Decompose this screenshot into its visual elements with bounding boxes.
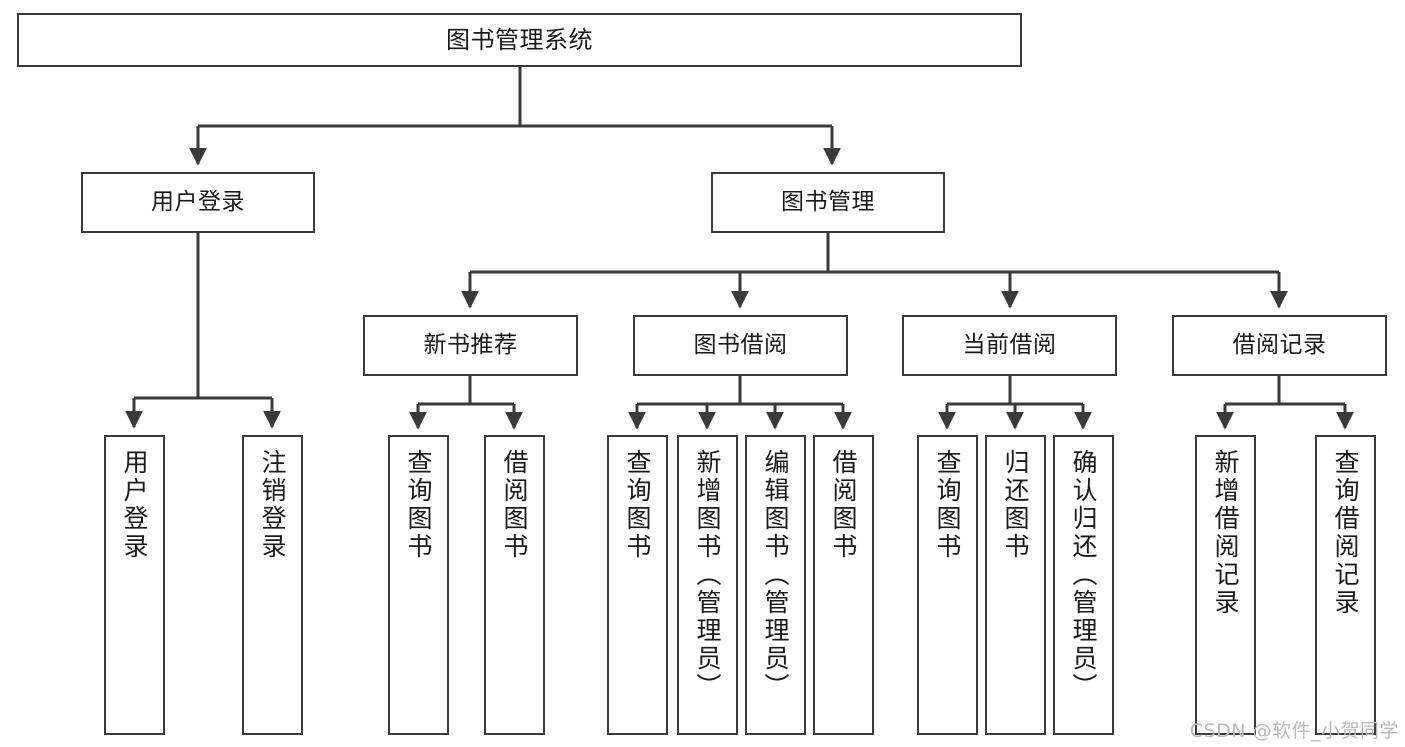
- leaf-return-book[interactable]: 归还图书: [985, 435, 1046, 735]
- node-current-borrow[interactable]: 当前借阅: [902, 315, 1117, 376]
- node-borrow-record[interactable]: 借阅记录: [1172, 315, 1387, 376]
- leaf-logout[interactable]: 注销登录: [242, 435, 303, 735]
- node-label: 借阅记录: [1232, 331, 1327, 358]
- leaf-query-book-current[interactable]: 查询图书: [917, 435, 978, 735]
- leaf-edit-book-admin[interactable]: 编辑图书（管理员）: [745, 435, 806, 735]
- leaf-query-book-borrow[interactable]: 查询图书: [607, 435, 668, 735]
- leaf-add-book-admin[interactable]: 新增图书（管理员）: [677, 435, 738, 735]
- leaf-query-borrow-record[interactable]: 查询借阅记录: [1315, 435, 1376, 735]
- leaf-borrow-book-recommend[interactable]: 借阅图书: [484, 435, 545, 735]
- watermark-text: CSDN @软件_小贺同学: [1189, 720, 1399, 742]
- node-user-login[interactable]: 用户登录: [81, 172, 315, 233]
- node-book-management[interactable]: 图书管理: [711, 172, 945, 233]
- leaf-user-login[interactable]: 用户登录: [104, 435, 165, 735]
- leaf-add-borrow-record[interactable]: 新增借阅记录: [1195, 435, 1256, 735]
- leaf-query-book-recommend[interactable]: 查询图书: [388, 435, 449, 735]
- node-label: 当前借阅: [962, 331, 1057, 358]
- node-label: 图书管理系统: [446, 25, 593, 54]
- leaf-confirm-return-admin[interactable]: 确认归还（管理员）: [1053, 435, 1114, 735]
- node-label: 归还图书: [1001, 449, 1030, 561]
- node-label: 查询图书: [623, 449, 652, 561]
- node-label: 编辑图书（管理员）: [761, 449, 790, 701]
- node-new-book-recommend[interactable]: 新书推荐: [363, 315, 578, 376]
- node-label: 新增图书（管理员）: [693, 449, 722, 701]
- node-label: 借阅图书: [829, 449, 858, 561]
- node-root-book-management-system[interactable]: 图书管理系统: [17, 13, 1022, 67]
- node-label: 新书推荐: [423, 331, 518, 358]
- node-book-borrow[interactable]: 图书借阅: [633, 315, 848, 376]
- node-label: 图书借阅: [693, 331, 788, 358]
- node-label: 注销登录: [258, 449, 287, 561]
- node-label: 查询图书: [404, 449, 433, 561]
- node-label: 查询图书: [933, 449, 962, 561]
- node-label: 用户登录: [151, 188, 245, 215]
- node-label: 确认归还（管理员）: [1069, 449, 1098, 701]
- node-label: 查询借阅记录: [1331, 449, 1360, 617]
- node-label: 借阅图书: [500, 449, 529, 561]
- node-label: 新增借阅记录: [1211, 449, 1240, 617]
- node-label: 图书管理: [781, 188, 875, 215]
- node-label: 用户登录: [120, 449, 149, 561]
- leaf-borrow-book[interactable]: 借阅图书: [813, 435, 874, 735]
